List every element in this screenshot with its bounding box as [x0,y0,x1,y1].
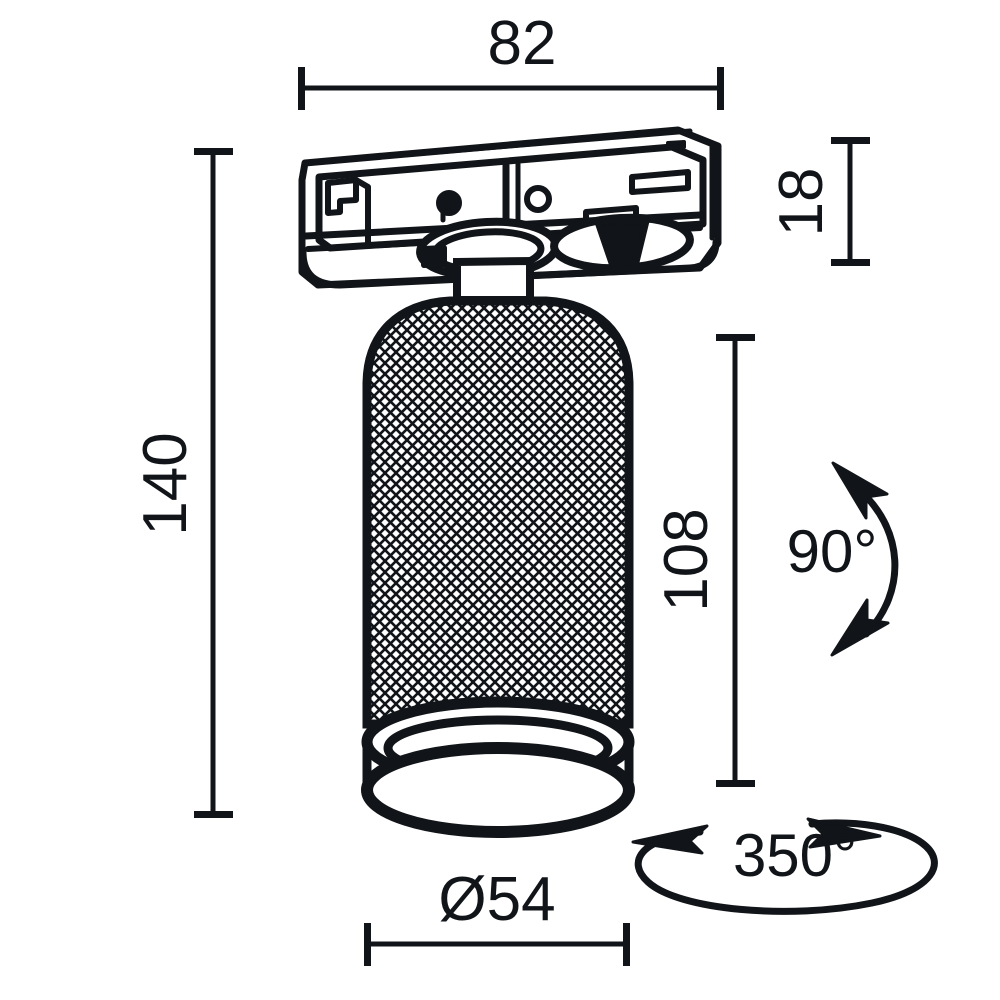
dimension-label-18: 18 [767,168,836,237]
adapter-pin-right [524,185,552,213]
dimension-label-108: 108 [652,508,721,611]
pan-ellipse-arc [634,819,938,915]
pan-indicator-350: 350° [631,817,938,915]
pan-arrowhead-left-icon [631,824,709,855]
dimension-width-82: 82 [298,9,724,110]
body-mesh-fill [367,300,629,724]
dimension-body-108: 108 [652,334,755,787]
tilt-arc [852,483,899,638]
dimension-adapter-18: 18 [767,137,870,266]
mesh-cylinder-body [362,296,634,729]
adapter-left-catch [421,245,447,268]
bottom-trim-ring [361,696,635,838]
body-outline [362,296,634,729]
swivel-neck [453,256,534,304]
adapter-top-marker [666,140,686,150]
adapter-right-bevel [675,127,715,241]
tilt-arrowhead-down-icon [830,598,890,657]
pan-label-350: 350° [733,822,857,889]
tilt-indicator-90: 90° [787,461,899,657]
dimension-diameter-54: Ø54 [364,865,630,966]
dimension-label-140: 140 [131,432,200,535]
dimension-height-140: 140 [131,148,233,818]
adapter-left-notch-depth [353,177,371,247]
adapter-top-edge [302,128,693,166]
dimension-label-54: Ø54 [438,865,555,934]
neck-body [453,256,534,304]
dimension-label-82: 82 [488,9,557,78]
tilt-label-90: 90° [787,518,878,585]
adapter-contact-slot [629,169,691,195]
adapter-lock-lever [594,217,650,267]
pan-arrowhead-right-icon [806,817,882,849]
trim-ring-bottom-ellipse [361,742,635,838]
tilt-arrowhead-up-icon [831,461,889,520]
